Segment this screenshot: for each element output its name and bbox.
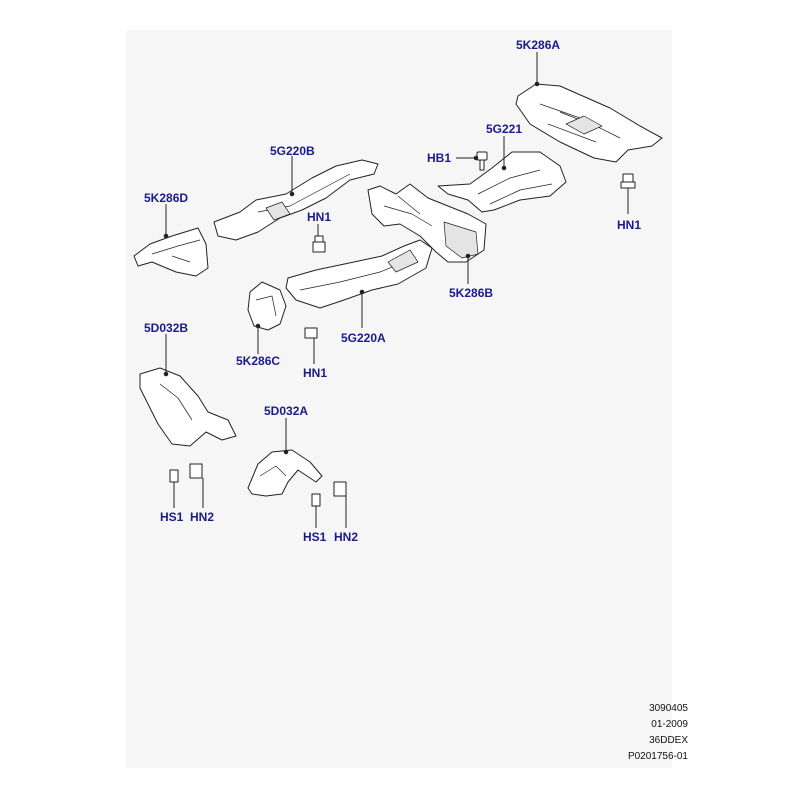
diagram-model: 36DDEX [649, 735, 688, 746]
diagram-background [126, 30, 672, 768]
leader-lines [163, 52, 629, 528]
callout-5g221: 5G221 [486, 122, 523, 136]
callout-5d032b: 5D032B [144, 321, 189, 335]
heat-shield-5k286a [515, 83, 663, 163]
heat-shield-5k286c [247, 281, 287, 331]
callout-hn2-left: HN2 [190, 510, 215, 524]
heat-shield-5g220a [285, 239, 433, 309]
callout-5k286b: 5K286B [449, 286, 494, 300]
callout-hn1-lower: HN1 [303, 366, 328, 380]
heat-shield-5g220b [213, 159, 379, 241]
callout-hs1-right: HS1 [303, 530, 327, 544]
callout-5k286a: 5K286A [516, 38, 561, 52]
heat-shield-5k286b [367, 183, 487, 263]
nut-hn1-lower [304, 327, 318, 339]
callout-5g220a: 5G220A [341, 331, 386, 345]
heat-shield-5g221 [437, 151, 567, 213]
heat-shield-5d032b [139, 367, 237, 447]
diagram-code: 3090405 [649, 703, 688, 714]
callout-hb1: HB1 [427, 151, 452, 165]
fixings-left [169, 463, 203, 483]
nut-hn1-center [312, 235, 326, 253]
callout-hn2-right: HN2 [334, 530, 359, 544]
diagram-date: 01-2009 [651, 719, 688, 730]
diagram-reference: P0201756-01 [627, 751, 688, 762]
heat-shield-5k286d [133, 227, 209, 277]
callout-5k286d: 5K286D [144, 191, 189, 205]
callout-hn1-right: HN1 [617, 218, 642, 232]
callout-hs1-left: HS1 [160, 510, 184, 524]
nut-hn1-right [620, 173, 636, 189]
callout-hn1-center: HN1 [307, 210, 332, 224]
heat-shield-5d032a [247, 449, 323, 497]
bolt-hb1 [476, 151, 488, 171]
callout-5g220b: 5G220B [270, 144, 315, 158]
callout-5k286c: 5K286C [236, 354, 281, 368]
callout-5d032a: 5D032A [264, 404, 309, 418]
fixings-right [311, 481, 347, 507]
